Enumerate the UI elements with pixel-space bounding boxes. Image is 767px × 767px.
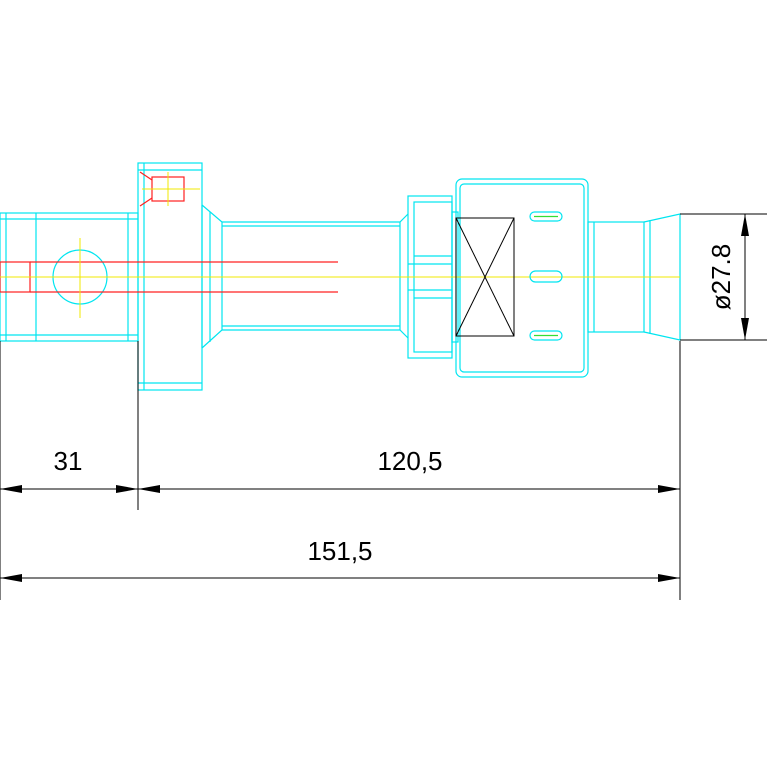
dim-label-151-5: 151,5 — [307, 536, 372, 566]
body-window-cross — [455, 217, 515, 337]
main-body — [455, 178, 589, 378]
dim-diameter: ø27.8 — [680, 213, 767, 341]
dim-label-120-5: 120,5 — [377, 446, 442, 476]
dim-label-31: 31 — [54, 446, 83, 476]
dim-length-total: 151,5 — [0, 536, 680, 582]
dim-label-diameter: ø27.8 — [706, 244, 736, 311]
dim-length-left: 31 — [0, 446, 138, 493]
dimensions: 31 120,5 151,5 ø27.8 — [0, 213, 767, 600]
centerlines — [0, 172, 680, 318]
hidden-lines — [0, 171, 338, 293]
slots — [529, 211, 563, 341]
dim-length-right: 120,5 — [138, 446, 680, 493]
